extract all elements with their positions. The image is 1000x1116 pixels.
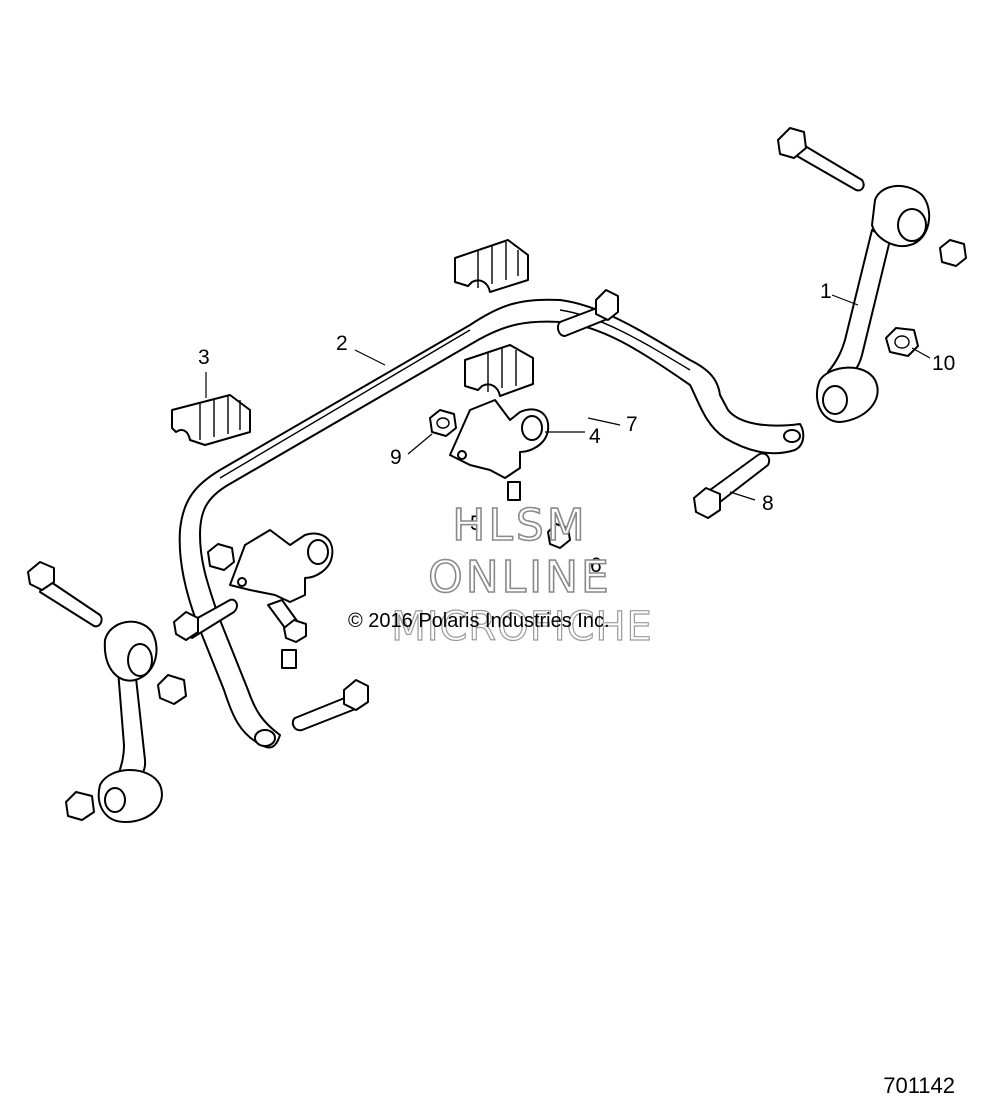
bushing-left [171,394,251,446]
watermark-line-1: HLSM [452,500,588,551]
callout-6: 6 [590,554,602,577]
bolt-bottom-center [291,679,369,732]
nut-10 [885,327,919,357]
grease-fitting-left [267,599,307,669]
link-arm-left [97,620,163,823]
leader-lines [205,294,931,501]
bolt-top-right [777,127,865,192]
callout-5: 5 [470,512,482,535]
callout-2: 2 [336,332,348,355]
callout-4: 4 [589,425,601,448]
nut-9 [429,409,457,437]
watermark-line-3: MICROFICHE [391,604,653,650]
watermark-line-2: ONLINE [428,552,612,603]
callout-9: 9 [390,446,402,469]
watermark: HLSM ONLINE MICROFICHE [391,499,653,650]
nut-left-arm [157,674,187,705]
drawing-number: 701142 [883,1073,955,1098]
bolt-bracket-left [173,598,238,641]
callout-7: 7 [626,413,638,436]
callouts: 1 2 3 4 5 6 7 8 9 10 [198,280,955,577]
clamp-bracket-left [229,529,334,603]
callout-8: 8 [762,492,774,515]
nut-top-right [939,239,967,267]
grease-fitting-center [507,481,571,549]
bolt-8 [693,452,771,519]
nut-left-bracket [207,543,235,571]
nut-bottom-left [65,791,95,821]
bushing-top [454,239,529,293]
stabilizer-bar [178,298,805,749]
callout-1: 1 [820,280,832,303]
bolt-top-left [27,561,103,628]
bolt-7 [556,289,619,337]
clamp-bracket-right [449,399,550,479]
link-arm-right [815,185,931,423]
callout-10: 10 [932,352,955,375]
bushing-middle [464,344,534,397]
copyright-text: © 2016 Polaris Industries Inc. [348,610,610,632]
callout-3: 3 [198,346,210,369]
